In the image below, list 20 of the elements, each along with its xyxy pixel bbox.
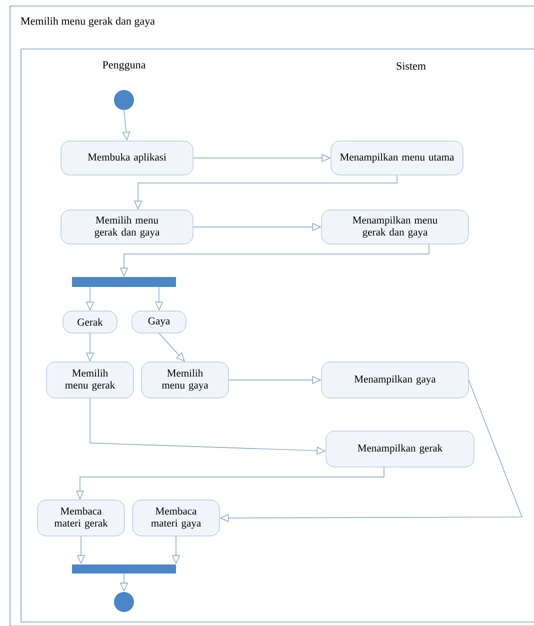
frame-title: Memilih menu gerak dan gaya [20, 17, 155, 27]
lane-label: Pengguna [102, 61, 146, 71]
state-dot [114, 90, 134, 110]
action-box: Menampilkan menu gerak dan gaya [321, 210, 469, 244]
action-box: Membuka aplikasi [60, 140, 194, 176]
sync-bar [72, 564, 176, 574]
action-box: Menampilkan menu utama [330, 140, 464, 176]
action-box: Memilih menu gerak dan gaya [60, 210, 194, 244]
action-box: Memilih menu gerak [46, 362, 134, 398]
arrow [158, 332, 185, 362]
action-box: Membaca materi gerak [37, 500, 125, 536]
sync-bar [72, 277, 176, 287]
lane-label: Sistem [396, 62, 426, 70]
action-box: Menampilkan gaya [321, 362, 469, 398]
action-box: Menampilkan gerak [326, 430, 474, 468]
action-box: Gaya [132, 310, 186, 334]
state-dot [114, 592, 134, 612]
action-box: Gerak [62, 310, 118, 334]
action-box: Memilih menu gaya [141, 362, 229, 398]
action-box: Membaca materi gaya [132, 500, 220, 536]
